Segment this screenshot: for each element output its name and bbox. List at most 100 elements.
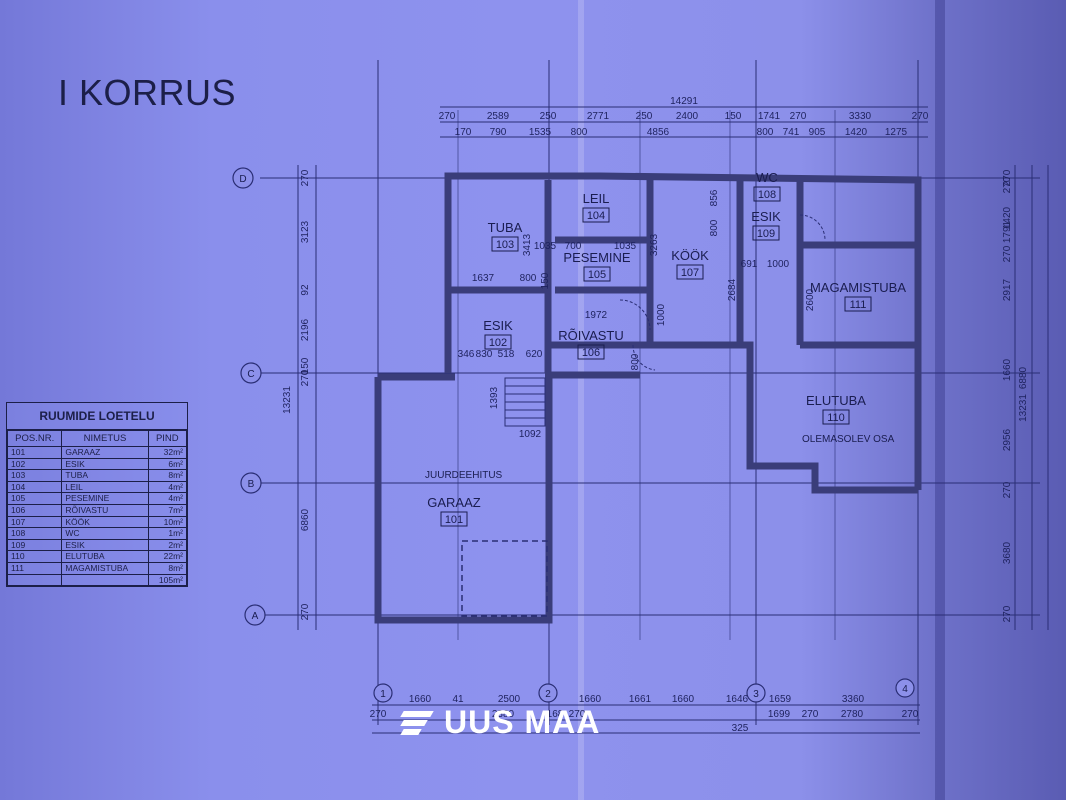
dimension-label: 1660 — [409, 694, 432, 705]
plan-note-existing: OLEMASOLEV OSA — [802, 434, 895, 445]
dimension-label: 1646 — [726, 694, 749, 705]
legend-cell-pos: 105 — [6, 492, 63, 505]
stairs — [504, 377, 546, 427]
dimension-label: 620 — [526, 349, 543, 360]
axis-label-c: C — [247, 369, 254, 380]
dimension-label: 270 — [439, 111, 456, 122]
dimension-label: 170 — [455, 127, 472, 138]
dimension-label: 1092 — [519, 429, 542, 440]
room-name: MAGAMISTUBA — [810, 280, 906, 295]
room-number: 107 — [681, 267, 699, 279]
garage-door-outline — [461, 540, 548, 617]
room-number-box — [752, 225, 780, 241]
dimension-label: 856 — [709, 189, 720, 206]
axis-label-1: 1 — [380, 689, 386, 700]
legend-cell-name: MAGAMISTUBA — [61, 561, 149, 575]
dimension-label: 1741 — [758, 111, 781, 122]
dimension-label: 1035 — [614, 241, 637, 252]
dimension-label: 691 — [741, 259, 758, 270]
dimension-label: 1420 — [1002, 206, 1013, 229]
dimension-label: 92 — [300, 284, 311, 296]
dimension-label: 270 — [902, 709, 919, 720]
dimension-label: 6880 — [1018, 366, 1029, 389]
room-number: 103 — [496, 239, 514, 251]
axis-markers — [232, 167, 915, 703]
dimension-label: 1660 — [579, 694, 602, 705]
room-number-box — [844, 296, 872, 312]
dimension-label: 1035 — [534, 241, 557, 252]
dimension-label: 270 — [300, 169, 311, 186]
legend-cell-pos: 103 — [6, 469, 63, 482]
legend-cell-name: KÖÖK — [61, 515, 149, 529]
plan-note-extension: JUURDEEHITUS — [425, 470, 503, 481]
room-name: ELUTUBA — [806, 393, 866, 408]
room-number: 101 — [445, 514, 463, 526]
dimension-label: 518 — [498, 349, 515, 360]
legend-header-name: NIMETUS — [61, 430, 149, 447]
room-number: 102 — [489, 337, 507, 349]
dimension-label: 800 — [520, 273, 537, 284]
brand-logo: UUS MAA — [400, 704, 600, 741]
legend-cell-name — [61, 573, 149, 587]
logo-mark-icon — [400, 709, 436, 737]
dimension-label: 270 — [300, 369, 311, 386]
outer-wall — [545, 341, 918, 494]
dimension-label: 1393 — [489, 386, 500, 409]
legend-cell-area: 10m² — [147, 515, 188, 529]
dimension-label: 1972 — [585, 310, 608, 321]
axis-label-4: 4 — [902, 684, 908, 695]
dimension-label: 2771 — [587, 111, 610, 122]
legend-cell-pos: 102 — [6, 457, 63, 471]
dimension-label: 790 — [490, 127, 507, 138]
axis-label-2: 2 — [545, 689, 551, 700]
axis-label-3: 3 — [753, 689, 759, 700]
dimension-label: 270 — [569, 709, 586, 720]
dimension-label: 1275 — [885, 127, 908, 138]
legend-header-area: PIND — [147, 430, 188, 447]
dimension-label: 800 — [571, 127, 588, 138]
dimension-label: 3330 — [849, 111, 872, 122]
dimension-label: 150 — [540, 272, 551, 289]
door-swing — [632, 344, 656, 371]
legend-cell-area: 1m² — [147, 527, 188, 540]
dimension-label: 3263 — [649, 233, 660, 256]
dimension-label: 270 — [790, 111, 807, 122]
floor-title: I KORRUS — [58, 72, 237, 113]
room-number-box — [582, 207, 610, 223]
room-name: PESEMINE — [563, 250, 631, 265]
legend-header-pos: POS.NR. — [6, 430, 63, 447]
dimension-label: 1000 — [656, 303, 667, 326]
dimension-label: 270 — [370, 709, 387, 720]
room-name: WC — [756, 170, 778, 185]
dimension-label: 1535 — [529, 127, 552, 138]
room-number: 109 — [757, 228, 775, 240]
legend-cell-area: 32m² — [147, 446, 188, 459]
dimension-label: 2196 — [300, 318, 311, 341]
room-name: KÖÖK — [671, 248, 709, 263]
legend-cell-area: 8m² — [147, 561, 188, 575]
legend-cell-area: 22m² — [147, 550, 188, 563]
legend-cell-area: 6m² — [147, 457, 188, 471]
room-number: 110 — [827, 412, 845, 424]
door-swing — [799, 214, 826, 241]
room-number: 108 — [758, 189, 776, 201]
room-number-box — [491, 236, 519, 252]
dimension-label: 270 — [300, 603, 311, 620]
room-number-box — [676, 264, 704, 280]
legend-cell-pos: 107 — [6, 515, 63, 529]
dimension-label: 1659 — [769, 694, 792, 705]
legend-cell-area: 105m² — [147, 573, 188, 587]
paper-fold — [578, 0, 584, 800]
dimension-label: 6860 — [300, 508, 311, 531]
dimension-label: 1660 — [672, 694, 695, 705]
dimension-label: 800 — [757, 127, 774, 138]
dimension-label: 800 — [709, 219, 720, 236]
dimension-label: 270 — [912, 111, 929, 122]
legend-cell-name: WC — [61, 527, 149, 540]
